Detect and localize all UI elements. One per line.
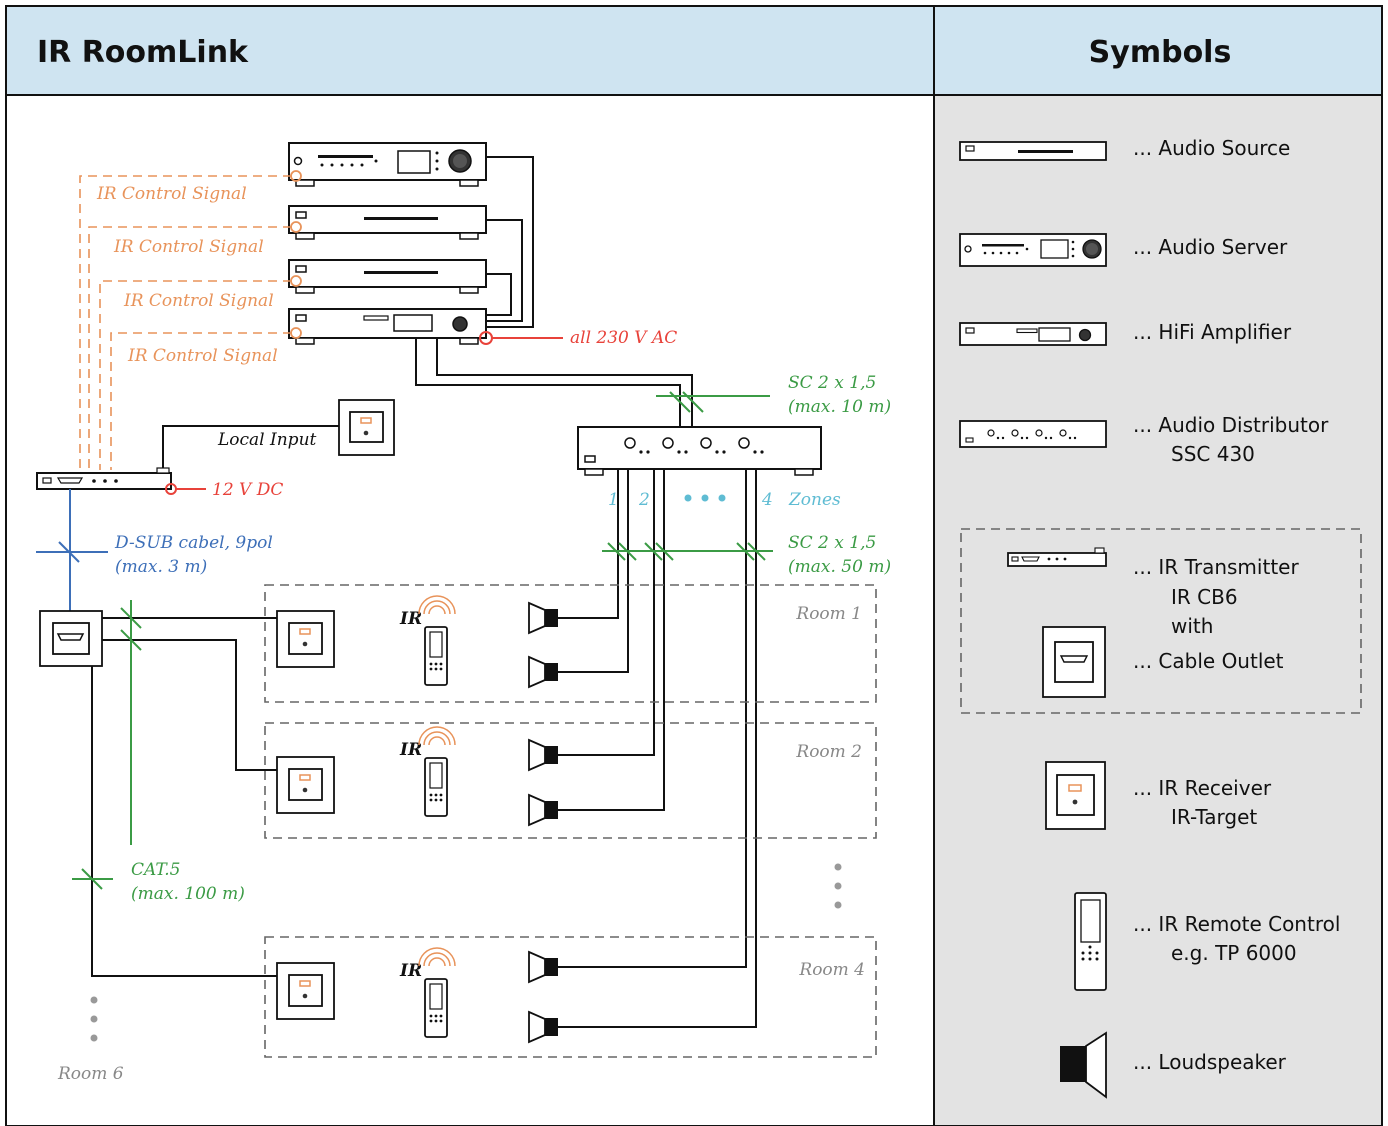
audio-server-device — [288, 142, 487, 187]
room-label: Room 2 — [795, 742, 862, 762]
room-label: Room 1 — [795, 604, 862, 624]
sc-long-label: SC 2 x 1,5 — [788, 533, 876, 553]
ir-control-label: IR Control Signal — [123, 291, 274, 311]
legend-text: ... Audio Server — [1133, 235, 1288, 259]
loudspeaker-icon — [528, 738, 558, 772]
audio-distributor-device — [577, 426, 822, 476]
legend-text: ... Audio Source — [1133, 136, 1290, 160]
zone-2-label: 2 — [638, 490, 650, 510]
room-label: Room 4 — [798, 960, 865, 980]
legend-text: e.g. TP 6000 — [1171, 941, 1297, 965]
ir-remote-device: IR — [399, 947, 456, 1038]
ir-remote-icon — [1074, 892, 1107, 991]
ir-remote-device: IR — [399, 726, 456, 817]
dsub-label: (max. 3 m) — [115, 557, 207, 577]
loudspeaker-icon — [528, 1010, 558, 1044]
symbols-title: Symbols — [1089, 35, 1232, 70]
zone-1-label: 1 — [608, 490, 619, 510]
cat-label: (max. 100 m) — [131, 884, 245, 904]
ir-remote-device: IR — [399, 595, 456, 686]
sc-long-label: (max. 50 m) — [788, 557, 891, 577]
legend-text: ... Loudspeaker — [1133, 1050, 1287, 1074]
page-title: IR RoomLink — [37, 35, 249, 70]
ir-control-label: IR Control Signal — [127, 346, 278, 366]
hifi-amplifier-icon — [959, 322, 1107, 346]
room-box — [264, 936, 877, 1058]
legend-text: ... Audio Distributor — [1133, 413, 1329, 437]
ir-receiver-icon — [1045, 761, 1106, 830]
cable-outlet-icon — [1042, 626, 1106, 698]
audio-source-device — [288, 259, 487, 294]
cat-label: CAT.5 — [131, 860, 180, 880]
legend-text: IR-Target — [1171, 805, 1257, 829]
local-input-label: Local Input — [217, 430, 317, 450]
ir-control-label: IR Control Signal — [113, 237, 264, 257]
loudspeaker-icon — [528, 793, 558, 827]
cable-outlet-device — [39, 610, 103, 667]
svg-text:IR: IR — [399, 609, 422, 629]
ir-transmitter-group — [960, 528, 1362, 714]
loudspeaker-icon — [1060, 1031, 1107, 1099]
legend-text: ... Cable Outlet — [1133, 649, 1284, 673]
hifi-amplifier-device — [288, 308, 487, 345]
legend-text: with — [1171, 614, 1213, 638]
power-label: all 230 V AC — [570, 328, 677, 348]
loudspeaker-icon — [528, 601, 558, 635]
loudspeaker-icon — [528, 655, 558, 689]
ir-receiver-device — [276, 962, 335, 1020]
room-box — [264, 722, 877, 839]
legend-text: ... IR Receiver — [1133, 776, 1272, 800]
legend-text: SSC 430 — [1171, 442, 1255, 466]
dc-label: 12 V DC — [212, 480, 283, 500]
legend-text: ... IR Remote Control — [1133, 912, 1340, 936]
audio-source-icon — [959, 141, 1107, 161]
ir-transmitter-device — [36, 467, 172, 490]
loudspeaker-icon — [528, 950, 558, 984]
svg-text:IR: IR — [399, 740, 422, 760]
ir-receiver-device — [276, 610, 335, 668]
ir-transmitter-icon — [1007, 547, 1107, 567]
legend-text: IR CB6 — [1171, 585, 1238, 609]
svg-text:IR: IR — [399, 961, 422, 981]
sc-short-label: (max. 10 m) — [788, 397, 891, 417]
legend-text: ... IR Transmitter — [1133, 555, 1299, 579]
sc-short-label: SC 2 x 1,5 — [788, 373, 876, 393]
audio-distributor-icon — [959, 420, 1107, 448]
zone-4-label: 4 — [761, 490, 773, 510]
audio-source-device — [288, 205, 487, 240]
room-box — [264, 584, 877, 703]
ir-receiver-device — [276, 756, 335, 814]
ir-receiver-device — [338, 399, 395, 456]
audio-server-icon — [959, 233, 1107, 267]
dsub-label: D-SUB cabel, 9pol — [114, 533, 273, 553]
ir-control-label: IR Control Signal — [96, 184, 247, 204]
room-label: Room 6 — [57, 1064, 124, 1084]
legend-text: ... HiFi Amplifier — [1133, 320, 1292, 344]
zones-label: Zones — [788, 490, 841, 510]
